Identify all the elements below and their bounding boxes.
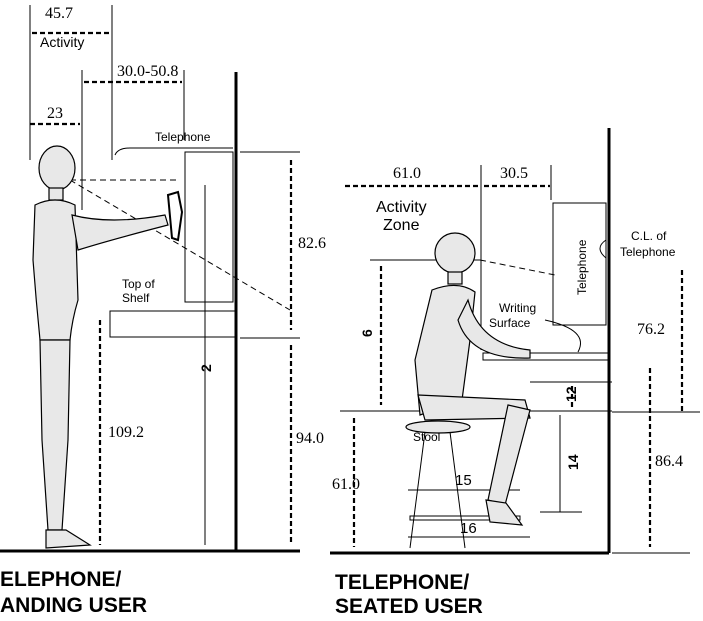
phone-cl-value: 76.2 (637, 321, 665, 338)
standing-panel: 45.7 Activity 30.0-50.8 23 Telephone Top… (0, 5, 326, 617)
top-of-shelf-line1: Top of (122, 277, 155, 291)
standing-caption-line1: ELEPHONE/ (0, 568, 122, 591)
seated-telephone-label: Telephone (575, 239, 589, 295)
cl-line1: C.L. of (631, 229, 667, 243)
footrest (409, 515, 521, 521)
top-of-shelf-line2: Shelf (122, 291, 150, 305)
shelf (109, 310, 236, 338)
activity-zone-value: 61.0 (393, 165, 421, 182)
standing-caption-line2: ANDING USER (0, 594, 147, 617)
overall-height-value: 94.0 (296, 430, 324, 447)
stool-height-value: 61.0 (332, 476, 360, 493)
leg-height-value: 14 (565, 454, 581, 470)
seat-depth-value: 15 (455, 472, 472, 489)
seated-caption-line1: TELEPHONE/ (335, 571, 469, 594)
shoulder-value: 23 (47, 105, 63, 122)
writing-line1: Writing (499, 301, 536, 315)
activity-width-value: 45.7 (45, 5, 73, 22)
activity-zone-line1: Activity (376, 199, 427, 216)
activity-zone-line2: Zone (383, 217, 420, 234)
standing-human-figure (32, 145, 169, 549)
reach-value: 30.5 (500, 165, 528, 182)
reach-range-value: 30.0-50.8 (117, 63, 178, 80)
seated-panel: 61.0 Activity Zone 30.5 Telephone C.L. o… (330, 128, 700, 618)
surface-height-value: 86.4 (655, 453, 683, 470)
stool-seat (405, 420, 471, 434)
eye-height-value: 6 (359, 329, 375, 337)
footrest-depth-value: 16 (460, 520, 477, 537)
clearance-value: 12 (563, 386, 579, 402)
standing-telephone-label: Telephone (155, 130, 211, 144)
seated-telephone-unit (552, 202, 607, 326)
seated-caption-line2: SEATED USER (335, 595, 483, 618)
standing-telephone-unit (184, 151, 234, 303)
cl-line2: Telephone (620, 245, 676, 259)
writing-surface (482, 352, 610, 361)
handset-icon (166, 190, 184, 242)
writing-line2: Surface (489, 316, 531, 330)
stool-label: Stool (413, 430, 440, 444)
phone-height-value: 82.6 (298, 235, 326, 252)
activity-label: Activity (40, 34, 84, 50)
seated-human-figure (414, 232, 531, 526)
vertical-dim-value: 2 (198, 364, 214, 372)
shelf-height-value: 109.2 (108, 424, 144, 441)
